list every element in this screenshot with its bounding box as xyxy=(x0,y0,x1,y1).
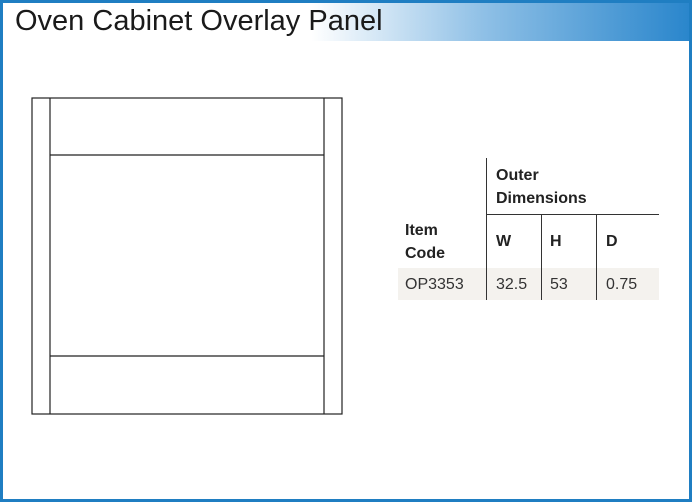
column-header-d: D xyxy=(606,233,618,250)
column-divider xyxy=(541,214,542,300)
item-code-header: Item Code xyxy=(405,219,445,265)
group-header-line2: Dimensions xyxy=(496,190,587,207)
outer-dimensions-header: Outer Dimensions xyxy=(496,164,587,210)
item-code-header-line1: Item xyxy=(405,222,438,239)
item-code-cell: OP3353 xyxy=(405,276,464,293)
column-header-h: H xyxy=(550,233,562,250)
depth-cell: 0.75 xyxy=(606,276,638,293)
panel-outer-edge xyxy=(31,97,343,415)
overlay-panel-outline-icon xyxy=(31,97,343,415)
height-cell: 53 xyxy=(550,276,568,293)
column-divider xyxy=(596,214,597,300)
page-title: Oven Cabinet Overlay Panel xyxy=(15,5,383,37)
title-bar: Oven Cabinet Overlay Panel xyxy=(3,3,689,41)
column-header-w: W xyxy=(496,233,512,250)
group-header-rule xyxy=(486,214,659,215)
column-divider xyxy=(486,158,487,300)
item-code-header-line2: Code xyxy=(405,245,445,262)
group-header-line1: Outer xyxy=(496,167,539,184)
width-cell: 32.5 xyxy=(496,276,528,293)
table-row-background xyxy=(398,268,659,300)
